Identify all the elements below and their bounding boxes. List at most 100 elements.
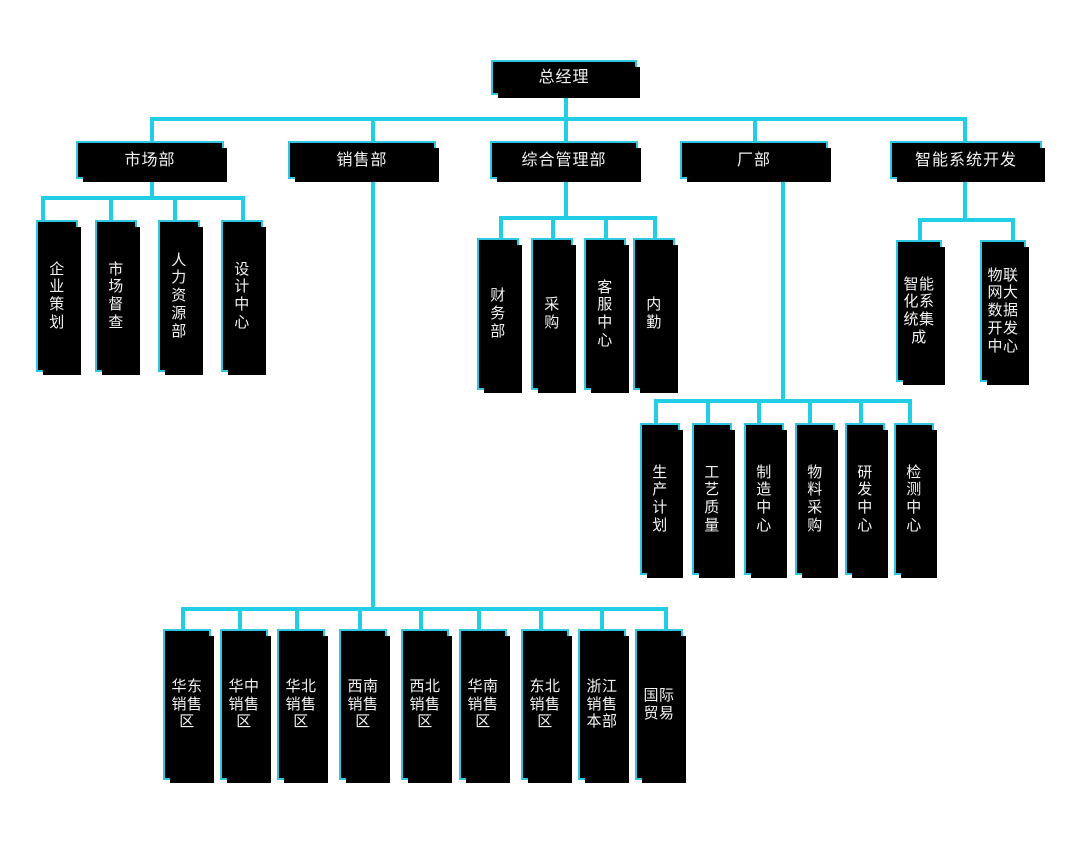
node-label: 华南 销售 区 bbox=[467, 676, 499, 731]
node-inspection-center[interactable]: 检 测 中 心 bbox=[894, 423, 937, 578]
node-label: 华北 销售 区 bbox=[285, 676, 317, 731]
connector-level2-bus bbox=[150, 117, 965, 121]
node-southwest-sales[interactable]: 西南 销售 区 bbox=[339, 629, 390, 783]
node-intelligent-system-integration[interactable]: 智能 化系 统集 成 bbox=[896, 240, 945, 385]
connector-factory-child-6 bbox=[908, 399, 912, 423]
node-customer-service[interactable]: 客 服 中 心 bbox=[584, 238, 629, 393]
node-east-china-sales[interactable]: 华东 销售 区 bbox=[163, 629, 214, 783]
connector-factory-child-5 bbox=[859, 399, 863, 423]
connector-sales-child-5 bbox=[419, 607, 423, 629]
connector-admin-child-3 bbox=[604, 216, 608, 238]
connector-drop-intelligent bbox=[963, 117, 967, 141]
node-label: 物联 网大 数据 开发 中心 bbox=[987, 265, 1019, 355]
node-design-center[interactable]: 设 计 中 心 bbox=[221, 220, 266, 375]
node-label: 厂部 bbox=[736, 149, 771, 169]
node-manufacturing-center[interactable]: 制 造 中 心 bbox=[744, 423, 787, 578]
connector-sales-child-2 bbox=[238, 607, 242, 629]
node-label: 研 发 中 心 bbox=[857, 462, 873, 534]
connector-marketing-child-3 bbox=[173, 196, 177, 220]
node-northeast-sales[interactable]: 东北 销售 区 bbox=[521, 629, 572, 783]
connector-admin-child-4 bbox=[653, 216, 657, 238]
node-zhejiang-sales-hq[interactable]: 浙江 销售 本部 bbox=[578, 629, 629, 783]
connector-marketing-child-1 bbox=[41, 196, 45, 220]
node-procurement[interactable]: 采 购 bbox=[531, 238, 576, 393]
node-central-china-sales[interactable]: 华中 销售 区 bbox=[220, 629, 271, 783]
connector-marketing-stem bbox=[150, 178, 154, 199]
node-label: 企 业 策 划 bbox=[49, 259, 65, 331]
connector-sales-child-6 bbox=[477, 607, 481, 629]
node-market-supervision[interactable]: 市 场 督 查 bbox=[95, 220, 140, 375]
node-human-resources[interactable]: 人 力 资 源 部 bbox=[158, 220, 203, 375]
connector-sales-child-9 bbox=[664, 607, 668, 629]
node-label: 智能系统开发 bbox=[914, 149, 1017, 169]
node-label: 西南 销售 区 bbox=[347, 676, 379, 731]
node-label: 市场部 bbox=[124, 149, 176, 169]
connector-drop-general-admin bbox=[564, 117, 568, 141]
node-sales-dept[interactable]: 销售部 bbox=[288, 141, 439, 182]
node-finance-dept[interactable]: 财 务 部 bbox=[477, 238, 522, 393]
connector-intelligent-bus bbox=[918, 218, 1015, 222]
connector-general-admin-bus bbox=[499, 216, 657, 220]
node-south-china-sales[interactable]: 华南 销售 区 bbox=[459, 629, 510, 783]
connector-sales-stem bbox=[371, 178, 375, 610]
node-label: 物 料 采 购 bbox=[807, 462, 823, 534]
node-label: 东北 销售 区 bbox=[529, 676, 561, 731]
node-rd-center[interactable]: 研 发 中 心 bbox=[845, 423, 888, 578]
connector-sales-child-3 bbox=[295, 607, 299, 629]
node-label: 智能 化系 统集 成 bbox=[903, 274, 935, 346]
node-label: 综合管理部 bbox=[521, 149, 607, 169]
node-international-trade[interactable]: 国际 贸易 bbox=[635, 629, 686, 783]
connector-marketing-child-2 bbox=[109, 196, 113, 220]
node-label: 客 服 中 心 bbox=[597, 277, 613, 349]
connector-admin-child-1 bbox=[499, 216, 503, 238]
node-label: 工 艺 质 量 bbox=[704, 462, 720, 534]
node-label: 华东 销售 区 bbox=[171, 676, 203, 731]
connector-sales-child-1 bbox=[181, 607, 185, 629]
node-marketing-dept[interactable]: 市场部 bbox=[76, 141, 227, 182]
node-factory-dept[interactable]: 厂部 bbox=[680, 141, 831, 182]
node-label: 华中 销售 区 bbox=[228, 676, 260, 731]
node-general-manager[interactable]: 总经理 bbox=[491, 60, 640, 98]
connector-marketing-child-4 bbox=[241, 196, 245, 220]
connector-marketing-bus bbox=[41, 196, 245, 200]
node-general-admin-dept[interactable]: 综合管理部 bbox=[490, 141, 641, 182]
node-north-china-sales[interactable]: 华北 销售 区 bbox=[277, 629, 328, 783]
connector-drop-factory bbox=[753, 117, 757, 141]
node-label: 销售部 bbox=[336, 149, 388, 169]
node-intelligent-system-dev[interactable]: 智能系统开发 bbox=[890, 141, 1045, 182]
node-iot-bigdata-dev-center[interactable]: 物联 网大 数据 开发 中心 bbox=[980, 240, 1029, 385]
connector-factory-child-3 bbox=[757, 399, 761, 423]
node-internal-affairs[interactable]: 内 勤 bbox=[633, 238, 678, 393]
node-label: 市 场 督 查 bbox=[108, 259, 124, 331]
node-production-planning[interactable]: 生 产 计 划 bbox=[640, 423, 683, 578]
node-label: 国际 贸易 bbox=[643, 685, 675, 722]
node-label: 人 力 资 源 部 bbox=[171, 250, 187, 340]
node-label: 内 勤 bbox=[646, 295, 662, 331]
node-label: 西北 销售 区 bbox=[409, 676, 441, 731]
connector-drop-marketing bbox=[150, 117, 154, 141]
node-label: 浙江 销售 本部 bbox=[586, 676, 618, 731]
connector-root-stem bbox=[564, 93, 568, 120]
node-label: 制 造 中 心 bbox=[756, 462, 772, 534]
connector-sales-child-8 bbox=[600, 607, 604, 629]
connector-factory-child-4 bbox=[808, 399, 812, 423]
node-label: 生 产 计 划 bbox=[652, 462, 668, 534]
node-process-quality[interactable]: 工 艺 质 量 bbox=[692, 423, 735, 578]
node-label: 总经理 bbox=[538, 67, 590, 87]
connector-sales-bus bbox=[181, 607, 668, 611]
connector-factory-child-1 bbox=[654, 399, 658, 423]
connector-intelligent-child-2 bbox=[1011, 218, 1015, 240]
connector-general-admin-stem bbox=[564, 178, 568, 219]
connector-admin-child-2 bbox=[551, 216, 555, 238]
connector-factory-stem bbox=[781, 178, 785, 402]
node-label: 采 购 bbox=[544, 295, 560, 331]
connector-drop-sales bbox=[371, 117, 375, 141]
node-label: 检 测 中 心 bbox=[906, 462, 922, 534]
connector-intelligent-stem bbox=[963, 178, 967, 221]
node-enterprise-planning[interactable]: 企 业 策 划 bbox=[36, 220, 81, 375]
node-northwest-sales[interactable]: 西北 销售 区 bbox=[401, 629, 452, 783]
connector-factory-bus bbox=[654, 399, 912, 403]
node-material-procurement[interactable]: 物 料 采 购 bbox=[795, 423, 838, 578]
connector-intelligent-child-1 bbox=[918, 218, 922, 240]
node-label: 财 务 部 bbox=[490, 286, 506, 340]
